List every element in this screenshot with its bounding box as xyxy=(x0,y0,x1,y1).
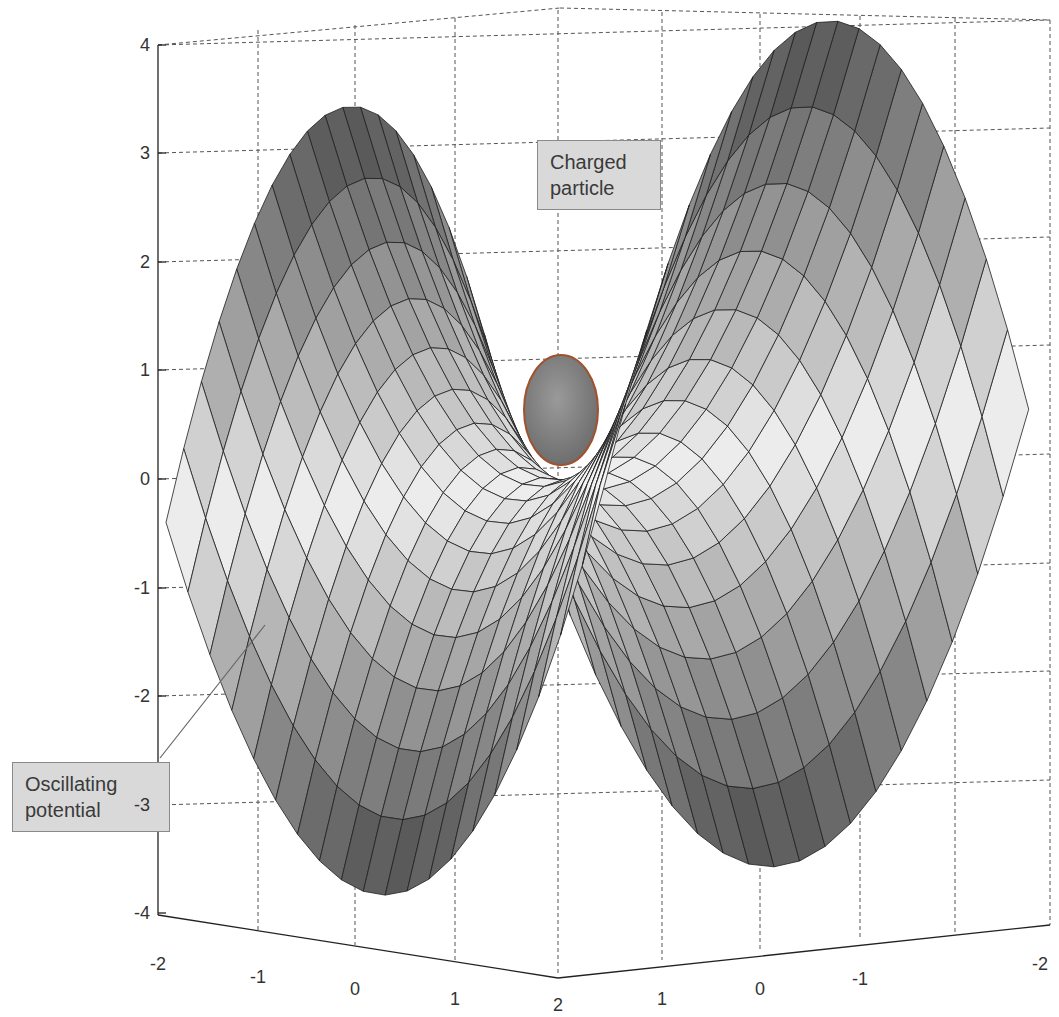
axis-tick-label: 4 xyxy=(140,36,150,54)
axis-tick-label: -1 xyxy=(852,970,868,988)
axis-tick-label: 1 xyxy=(140,361,150,379)
surface-patch xyxy=(473,717,513,831)
grid-lines xyxy=(158,8,1050,975)
axis-tick-label: 2 xyxy=(553,996,563,1014)
axis-tick-label: -4 xyxy=(134,904,150,922)
saddle-surface xyxy=(166,21,1029,895)
surface-patch xyxy=(643,205,690,346)
surface-patch xyxy=(561,485,601,635)
axis-tick-label: 2 xyxy=(140,253,150,271)
axis-tick-label: -2 xyxy=(134,687,150,705)
axis-tick-label: 1 xyxy=(657,990,667,1008)
axis-tick-label: 1 xyxy=(450,990,460,1008)
axis-tick-label: -1 xyxy=(134,579,150,597)
axis-tick-label: -2 xyxy=(1032,955,1048,973)
axis-tick-label: 3 xyxy=(140,144,150,162)
axis-tick-label: 0 xyxy=(755,980,765,998)
axis-tick-label: 0 xyxy=(350,980,360,998)
axis-tick-label: -2 xyxy=(150,955,166,973)
surface-patch xyxy=(660,195,707,312)
surface-patch xyxy=(664,154,711,288)
particle-ellipse xyxy=(524,355,598,465)
leader-line xyxy=(160,625,265,758)
axis-tick-label: -3 xyxy=(134,796,150,814)
surface-patch xyxy=(517,618,557,750)
surface-patch xyxy=(638,238,685,362)
surface-patch xyxy=(495,672,535,795)
surface-patch xyxy=(706,77,753,196)
surface-patch xyxy=(556,485,596,619)
callout-text: Charged particle xyxy=(550,149,648,201)
axis-tick-label: -1 xyxy=(250,968,266,986)
axes xyxy=(158,45,1050,978)
surface-patch xyxy=(728,50,775,161)
surface-patch xyxy=(685,112,732,238)
surface-patch xyxy=(634,270,681,377)
callout-box: Charged particle xyxy=(537,140,661,210)
axis-tick-label: 0 xyxy=(140,470,150,488)
surface-patch xyxy=(539,556,579,697)
